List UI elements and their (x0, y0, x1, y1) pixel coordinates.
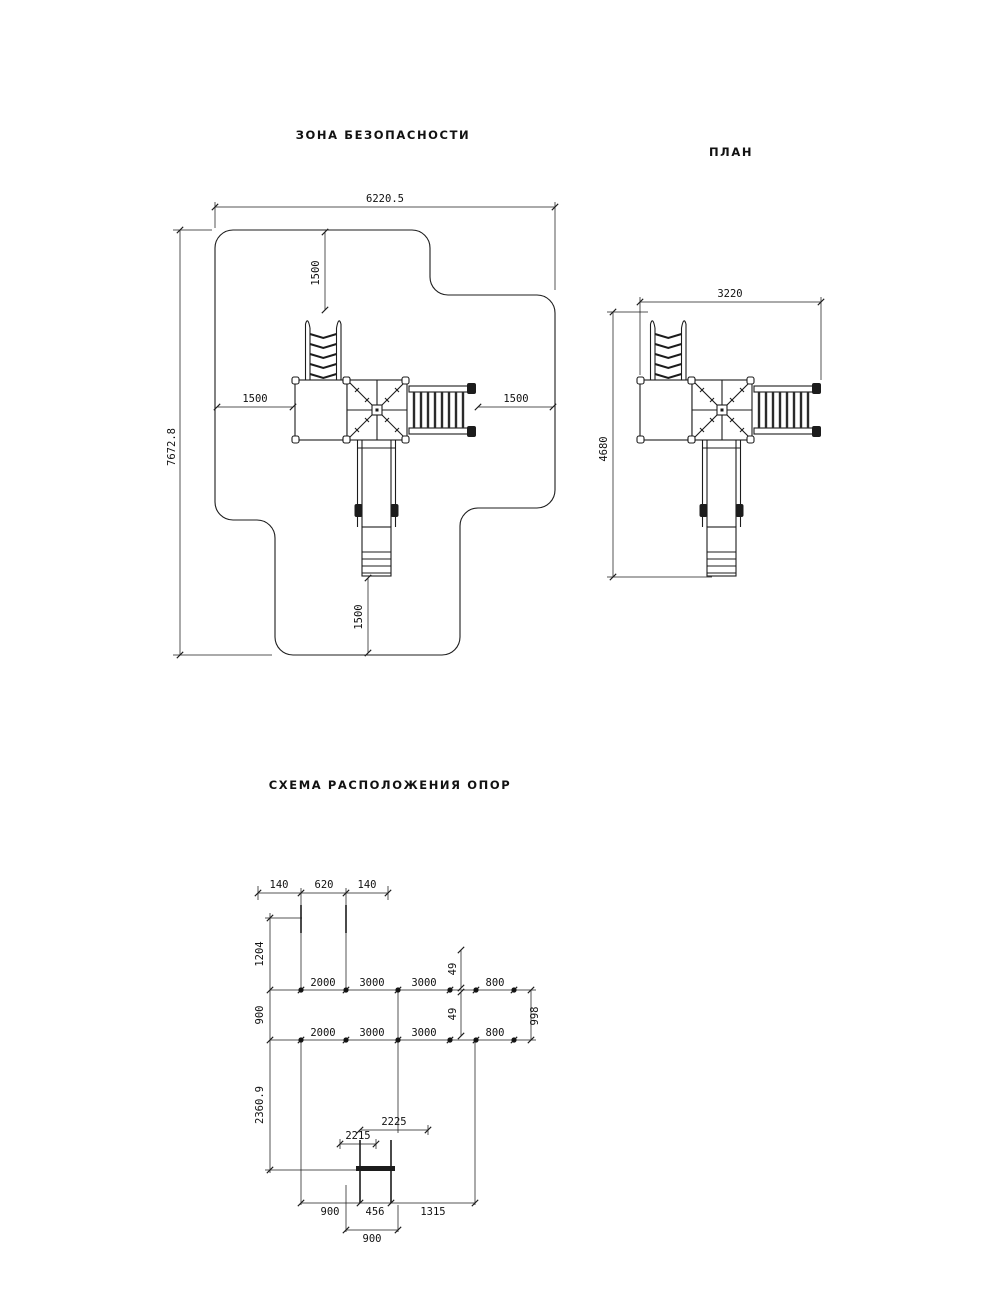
dim-safety-offset-right: 1500 (474, 393, 557, 411)
dim-plan-height-label: 4680 (598, 436, 610, 461)
dim-right-offsets: 49 49 998 (447, 946, 541, 1044)
dim-row1-c2-label: 3000 (359, 977, 384, 989)
dim-top-mid-label: 620 (315, 879, 334, 891)
dim-safety-offset-left: 1500 (213, 393, 297, 411)
playground-equipment-plan-view (635, 319, 823, 578)
dim-bottom-chain: 900 456 1315 900 (297, 1199, 479, 1245)
dim-bottom-3-label: 1315 (420, 1206, 445, 1218)
dim-right-1-label: 49 (447, 963, 459, 976)
dim-plan-width-label: 3220 (717, 288, 742, 300)
dim-row1-c4-label: 800 (486, 977, 505, 989)
playground-equipment-safety-view (290, 319, 478, 578)
dim-safety-offset-top-label: 1500 (310, 260, 322, 285)
dim-slide-2-label: 2215 (345, 1130, 370, 1142)
dim-row1-c1-label: 2000 (310, 977, 335, 989)
support-row-2: 2000 3000 3000 800 (270, 1027, 518, 1044)
plan-title: ПЛАН (709, 145, 753, 159)
dim-bottom-2-label: 456 (366, 1206, 385, 1218)
dim-row1-c3-label: 3000 (411, 977, 436, 989)
dim-row2-c1-label: 2000 (310, 1027, 335, 1039)
dim-plan-height: 4680 (598, 308, 712, 581)
dim-safety-height: 7672.8 (166, 226, 272, 659)
supports-scheme: 140 620 140 1204 900 2360.9 2000 3000 30… (254, 879, 541, 1245)
dim-top-right-label: 140 (358, 879, 377, 891)
dim-slide: 2225 2215 (336, 1116, 432, 1149)
dim-safety-offset-left-label: 1500 (242, 393, 267, 405)
safety-zone-view: 6220.5 7672.8 1500 1500 1500 (166, 193, 559, 659)
dim-safety-offset-bottom: 1500 (353, 574, 372, 657)
dim-safety-height-label: 7672.8 (166, 428, 178, 466)
dim-plan-width: 3220 (636, 288, 825, 380)
dim-left-3-label: 2360.9 (254, 1086, 266, 1124)
dim-top-chain: 140 620 140 (254, 879, 392, 900)
dim-safety-offset-bottom-label: 1500 (353, 604, 365, 629)
dim-left-2-label: 900 (254, 1006, 266, 1025)
support-row-1: 2000 3000 3000 800 (270, 977, 518, 994)
dim-row2-c3-label: 3000 (411, 1027, 436, 1039)
dim-safety-offset-top: 1500 (310, 228, 329, 314)
safety-zone-outline (214, 229, 556, 656)
dim-safety-width: 6220.5 (211, 193, 559, 290)
dim-bottom-4-label: 900 (363, 1233, 382, 1245)
dim-safety-offset-right-label: 1500 (503, 393, 528, 405)
dim-row2-c2-label: 3000 (359, 1027, 384, 1039)
extension-lines (300, 992, 476, 1232)
dim-left-chain: 1204 900 2360.9 (254, 913, 358, 1174)
plan-view: 3220 4680 (598, 288, 825, 581)
supports-title: СХЕМА РАСПОЛОЖЕНИЯ ОПОР (269, 778, 511, 792)
ladder-supports (300, 888, 347, 990)
dim-slide-1-label: 2225 (381, 1116, 406, 1128)
dim-top-left-label: 140 (270, 879, 289, 891)
dim-bottom-1-label: 900 (321, 1206, 340, 1218)
safety-zone-title: ЗОНА БЕЗОПАСНОСТИ (296, 128, 471, 142)
dim-left-1-label: 1204 (254, 941, 266, 966)
slide-supports (356, 1140, 395, 1203)
dim-right-3-label: 998 (529, 1007, 541, 1026)
dim-right-2-label: 49 (447, 1008, 459, 1021)
dim-safety-width-label: 6220.5 (366, 193, 404, 205)
dim-row2-c4-label: 800 (486, 1027, 505, 1039)
